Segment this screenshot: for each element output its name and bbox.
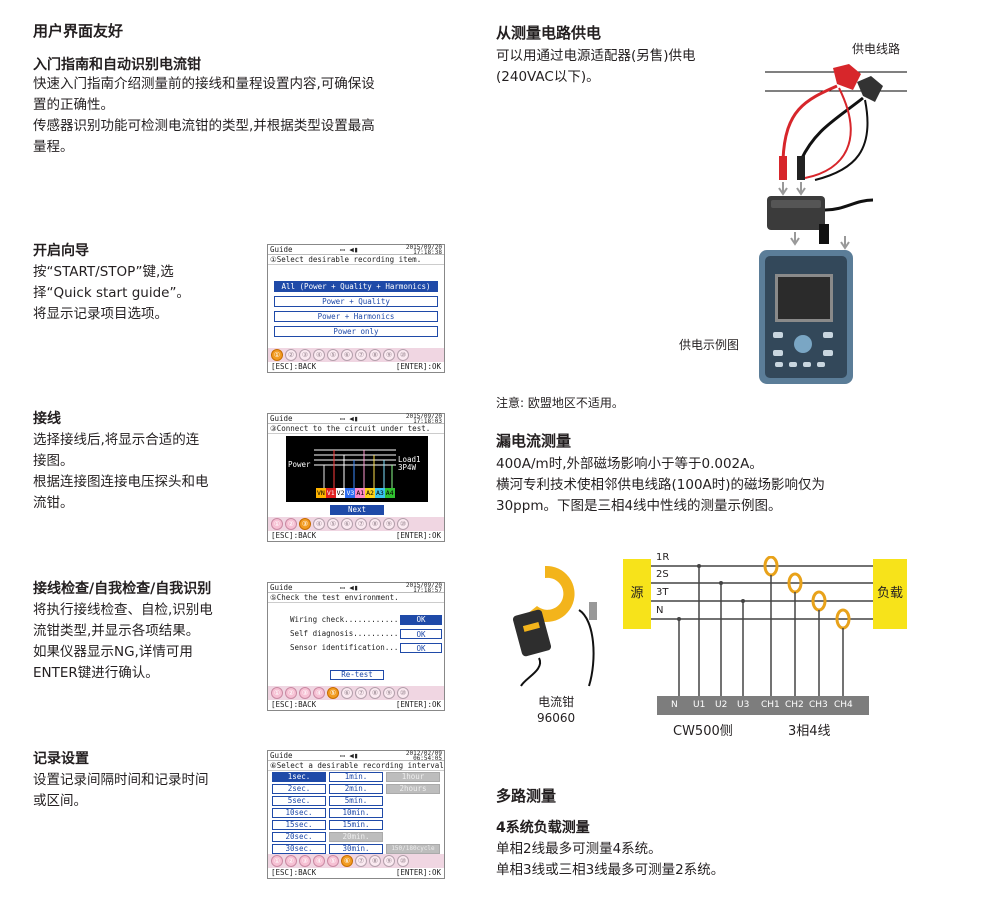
option-power-quality[interactable]: Power + Quality [274,296,438,307]
terminal-label: U3 [737,700,750,710]
terminal-label: CH4 [834,700,853,710]
wiring-heading: 接线 [33,411,61,427]
interval-option[interactable]: 1sec. [272,772,326,782]
load-box: 负载 [873,559,907,629]
recording-heading: 记录设置 [33,751,89,767]
interval-option[interactable]: 10sec. [272,808,326,818]
option-power-only[interactable]: Power only [274,326,438,337]
power-example-label: 供电示例图 [679,338,740,352]
multi-subheading: 4系统负载测量 [496,820,590,836]
recording-text: 设置记录间隔时间和记录时间 或区间。 [33,772,209,809]
interval-option: 1hour [386,772,440,782]
interval-option[interactable]: 15sec. [272,820,326,830]
line-label: N [656,605,664,616]
leak-heading: 漏电流测量 [496,432,572,450]
multi-heading: 多路测量 [496,787,557,805]
retest-button[interactable]: Re-test [330,670,384,680]
three-phase-diagram [651,556,873,696]
power-heading: 从测量电路供电 [496,24,602,42]
eu-note: 注意: 欧盟地区不适用。 [496,396,624,410]
multi-text: 单相2线最多可测量4系统。 单相3线或三相3线最多可测量2系统。 [496,841,725,878]
source-box: 源 [623,559,651,629]
interval-option[interactable]: 20sec. [272,832,326,842]
interval-option[interactable]: 15min. [329,820,383,830]
interval-option[interactable]: 5sec. [272,796,326,806]
intro-heading: 入门指南和自动识别电流钳 [33,57,201,73]
leak-text: 400A/m时,外部磁场影响小于等于0.002A。 横河专利技术使相邻供电线路(… [496,456,826,514]
interval-option: 150/180cycle [386,844,440,854]
power-text: 可以用通过电源适配器(另售)供电 (240VAC以下)。 [496,48,696,85]
terminal-label: CH1 [761,700,780,710]
terminal-label: U2 [715,700,728,710]
interval-option: 2hours [386,784,440,794]
terminal-label: CH3 [809,700,828,710]
interval-option[interactable]: 30min. [329,844,383,854]
line-label: 3T [656,587,669,598]
guide-text: 按“START/STOP”键,选 择“Quick start guide”。 将… [33,264,190,322]
line-label: 1R [656,552,670,563]
line-label: 2S [656,569,669,580]
check-text: 将执行接线检查、自检,识别电 流钳类型,并显示各项结果。 如果仪器显示NG,详情… [33,602,213,681]
option-all[interactable]: All (Power + Quality + Harmonics) [274,281,438,292]
interval-option[interactable]: 2min. [329,784,383,794]
current-clamp-illustration [512,565,597,687]
self-diagnosis-result: OK [400,629,442,639]
power-line-label: 供电线路 [852,42,901,56]
interval-option[interactable]: 30sec. [272,844,326,854]
wiring-check-result: OK [400,615,442,625]
wiring-text: 选择接线后,将显示合适的连 接图。 根据连接图连接电压探头和电 流钳。 [33,432,209,511]
terminal-bar [657,696,869,715]
interval-option[interactable]: 2sec. [272,784,326,794]
terminal-label: U1 [693,700,706,710]
wiring-type-label: 3相4线 [788,724,831,739]
sensor-id-result: OK [400,643,442,653]
interval-option[interactable]: 10min. [329,808,383,818]
interval-option[interactable]: 5min. [329,796,383,806]
battery-icon: ▭ ◀▮ [340,245,359,254]
intro-text: 快速入门指南介绍测量前的接线和量程设置内容,可确保设 置的正确性。 传感器识别功… [33,76,375,155]
clamp-caption: 电流钳 96060 [537,695,576,725]
interval-option[interactable]: 1min. [329,772,383,782]
interval-option: 20min. [329,832,383,842]
terminal-label: CH2 [785,700,804,710]
cw500-side-label: CW500侧 [673,724,733,739]
section-title: 用户界面友好 [33,22,124,40]
power-supply-illustration [759,64,907,384]
next-button[interactable]: Next [330,505,384,515]
option-power-harmonics[interactable]: Power + Harmonics [274,311,438,322]
terminal-label: N [671,700,678,710]
check-heading: 接线检查/自我检查/自我识别 [33,581,212,597]
guide-heading: 开启向导 [33,243,89,259]
